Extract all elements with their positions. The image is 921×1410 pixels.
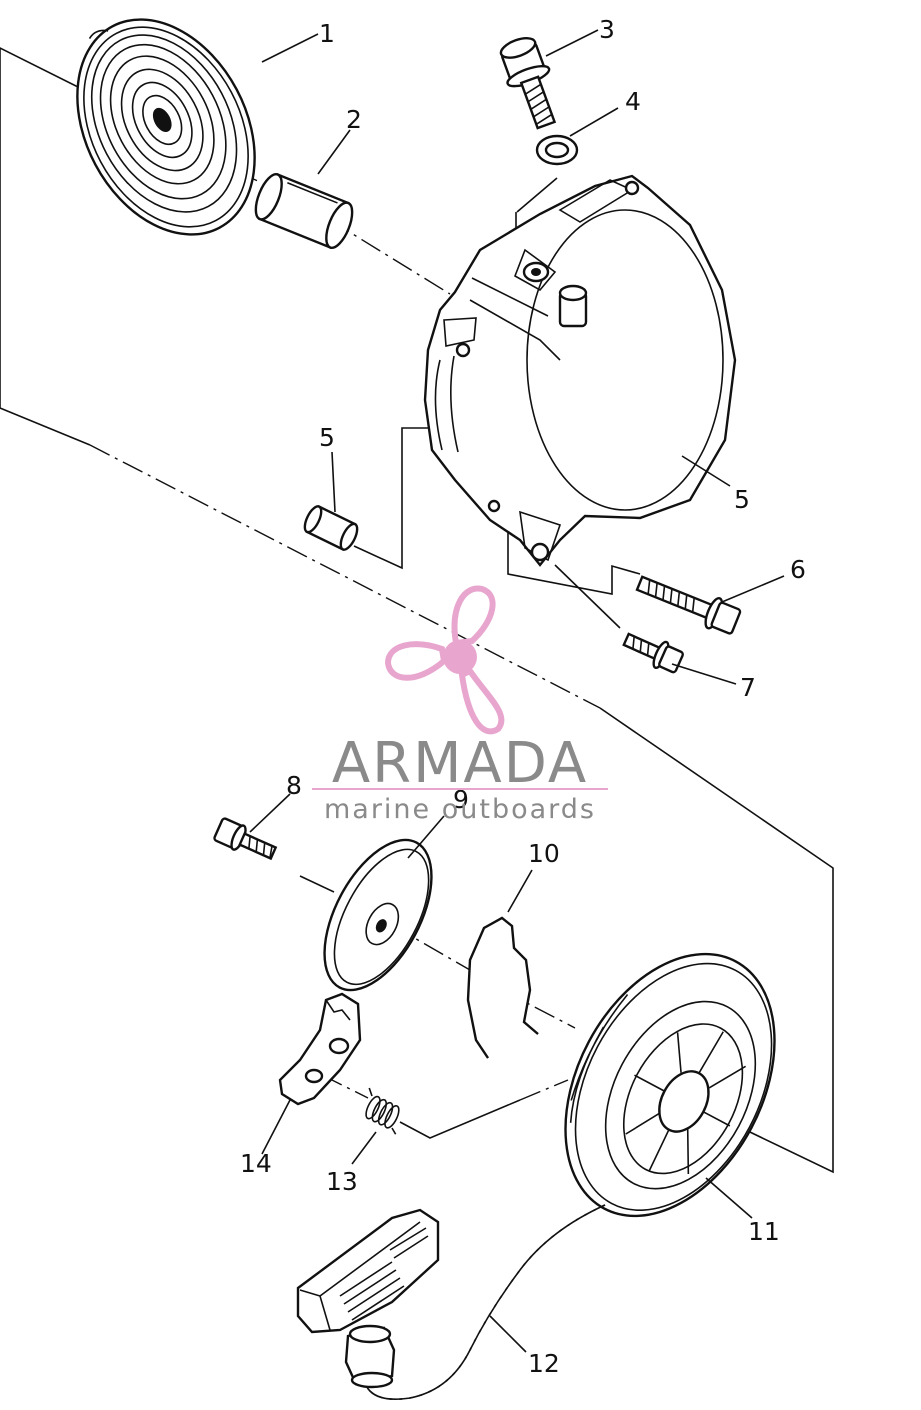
callout-14: 14	[240, 1149, 272, 1178]
callout-2: 2	[346, 105, 362, 134]
callout-4: 4	[625, 87, 641, 116]
leader-lines	[249, 29, 785, 1353]
callout-1: 1	[319, 19, 335, 48]
callout-labels: 1 2 3 4 5 5 6 7 8 9 10 11 12 13 14	[240, 15, 806, 1378]
pawl-bolt	[213, 817, 278, 861]
callout-6: 6	[790, 555, 806, 584]
recoil-spring	[76, 18, 256, 236]
bushing-large	[254, 172, 354, 250]
callout-5-housing: 5	[734, 485, 750, 514]
spring-clip	[466, 916, 539, 1059]
rope-pulley	[564, 952, 776, 1218]
flange-bolt	[499, 37, 557, 130]
watermark-tagline: marine outboards	[324, 794, 596, 825]
friction-plate	[323, 838, 433, 992]
pawl	[278, 992, 362, 1106]
washer	[535, 134, 579, 166]
callout-5-bushing: 5	[319, 423, 335, 452]
starter-housing	[423, 174, 737, 567]
watermark-brand: ARMADA	[332, 731, 588, 796]
callout-13: 13	[326, 1167, 358, 1196]
starter-rope-handle	[296, 1204, 606, 1400]
long-bolt	[635, 575, 742, 635]
callout-12: 12	[528, 1349, 560, 1378]
callout-11: 11	[748, 1217, 780, 1246]
callout-10: 10	[528, 839, 560, 868]
callout-9: 9	[453, 785, 469, 814]
callout-7: 7	[740, 673, 756, 702]
propeller-icon	[384, 585, 505, 735]
callout-3: 3	[599, 15, 615, 44]
pawl-spring	[365, 1087, 400, 1135]
callout-8: 8	[286, 771, 302, 800]
watermark: ARMADA marine outboards	[312, 585, 608, 825]
bushing-small	[303, 505, 359, 551]
short-bolt	[622, 632, 684, 674]
